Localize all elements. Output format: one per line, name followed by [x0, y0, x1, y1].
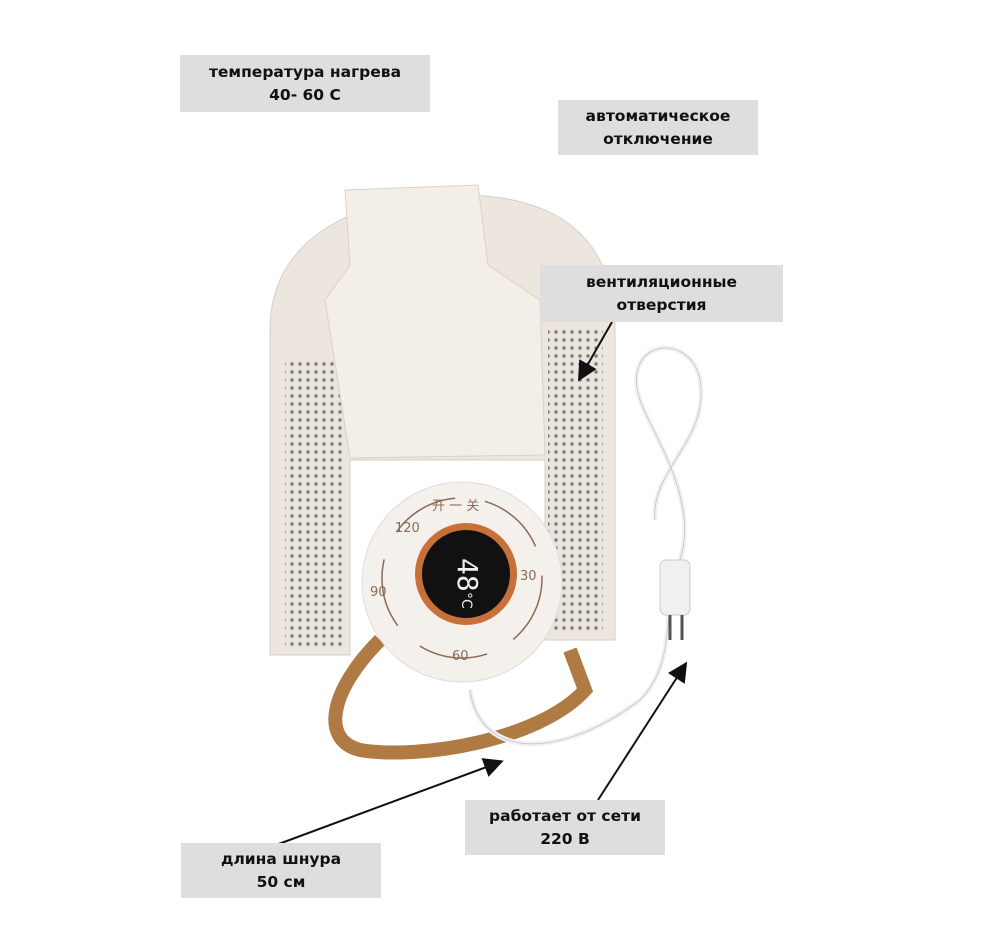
label-vents-line1: вентиляционные — [585, 272, 738, 291]
label-auto-off: автоматическое отключение — [558, 100, 758, 155]
top-plate — [324, 184, 546, 459]
display-temperature: 48 — [451, 558, 484, 592]
label-power-line1: работает от сети — [489, 806, 641, 825]
display-unit: °C — [458, 592, 474, 609]
label-temperature-line1: температура нагрева — [208, 62, 402, 81]
label-temperature-line2: 40- 60 С — [269, 85, 341, 104]
label-vents-line2: отверстия — [616, 295, 707, 314]
label-cord-line1: длина шнура — [220, 849, 342, 868]
power-plug — [659, 559, 691, 616]
strap — [328, 635, 594, 760]
label-cord: длина шнура 50 см — [181, 843, 381, 898]
arrow-vents — [578, 321, 613, 382]
dial-mark-30: 30 — [520, 569, 537, 584]
dial-mark-120: 120 — [395, 521, 420, 536]
label-temperature: температура нагрева 40- 60 С — [180, 55, 430, 112]
arrow-cord — [275, 758, 504, 846]
dial-mark-90: 90 — [370, 585, 387, 600]
label-power-line2: 220 В — [540, 829, 590, 848]
arrow-power — [597, 661, 688, 801]
label-auto-off-line2: отключение — [603, 129, 713, 148]
label-auto-off-line1: автоматическое — [585, 106, 731, 125]
label-power: работает от сети 220 В — [465, 800, 665, 855]
dial-switch-marks: 开 一 关 — [432, 499, 479, 514]
label-cord-line2: 50 см — [256, 872, 306, 891]
vent-grille-left — [285, 360, 345, 650]
label-vents: вентиляционные отверстия — [540, 265, 783, 322]
dial-mark-60: 60 — [452, 649, 469, 664]
